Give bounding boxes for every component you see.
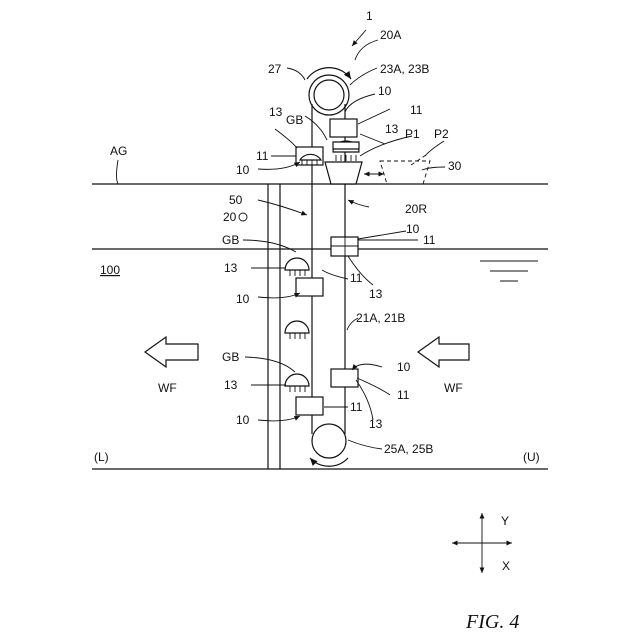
label-ref-10-low-right: 10 [397, 360, 411, 374]
wall-structure [268, 184, 280, 469]
label-gb-top: GB [286, 113, 303, 127]
conveyor-30 [364, 155, 430, 184]
label-water: 100 [100, 263, 120, 277]
label-axis-x: X [502, 559, 510, 573]
label-ref-11-top-left: 11 [256, 149, 269, 163]
bottom-sprocket [310, 424, 348, 466]
label-ref-13-mid-right: 13 [369, 287, 383, 301]
label-wf-right: WF [444, 381, 463, 395]
label-device: 1 [366, 9, 373, 23]
bucket-10-low-right [331, 369, 358, 387]
label-gb-low: GB [222, 350, 239, 364]
label-ref-11-low-left: 11 [350, 400, 363, 414]
label-ref-20: 20 [223, 210, 247, 224]
label-side-u: (U) [523, 450, 540, 464]
label-drive-unit: 20A [380, 28, 401, 42]
label-ref-50: 50 [229, 193, 243, 207]
gripper-13-top-right [333, 141, 359, 161]
label-ref-10-low-left: 10 [236, 413, 250, 427]
label-27: 27 [268, 62, 282, 76]
bucket-10-top-right [330, 119, 357, 137]
label-wf-left: WF [158, 381, 177, 395]
label-p2: P2 [434, 127, 449, 141]
label-ref-10-mid-left: 10 [236, 292, 250, 306]
hopper [325, 162, 362, 184]
label-chain: 21A, 21B [356, 311, 405, 325]
label-ref-13-top-left: 13 [269, 105, 283, 119]
label-ground: AG [110, 144, 127, 158]
label-gb-mid: GB [222, 233, 239, 247]
label-ref-11-low-right: 11 [397, 388, 410, 402]
label-ref-10-top-left: 10 [236, 163, 250, 177]
bucket-10-low-left [296, 397, 323, 415]
label-p1: P1 [405, 127, 420, 141]
label-axis-y: Y [501, 514, 509, 528]
svg-text:20: 20 [223, 210, 237, 224]
label-ref-10-mid-right: 10 [406, 222, 420, 236]
water-symbol [480, 261, 538, 281]
gripper-13-low-left [285, 374, 309, 392]
label-ref-11-top-right: 11 [410, 103, 423, 117]
label-ref-11-mid-right: 11 [423, 233, 436, 247]
label-ref-30: 30 [448, 159, 462, 173]
label-ref-13-top-right: 13 [385, 122, 399, 136]
label-side-l: (L) [94, 450, 109, 464]
flow-arrow-right [418, 337, 469, 367]
label-bottom-sprocket: 25A, 25B [384, 442, 433, 456]
gripper-13-mid-left [285, 258, 309, 276]
label-ref-10-top-right: 10 [378, 84, 392, 98]
figure-caption: FIG. 4 [465, 611, 519, 633]
label-ref-13-mid-left: 13 [224, 261, 238, 275]
label-top-sprocket: 23A, 23B [380, 62, 429, 76]
label-ref-20r: 20R [405, 202, 427, 216]
label-ref-13-low-right: 13 [369, 417, 383, 431]
gripper-13-mid2-left [285, 321, 309, 339]
bucket-10-mid-right [331, 237, 358, 256]
label-ref-11-mid-left: 11 [350, 271, 363, 285]
label-ref-13-low-left: 13 [224, 378, 238, 392]
flow-arrow-left [145, 337, 198, 367]
